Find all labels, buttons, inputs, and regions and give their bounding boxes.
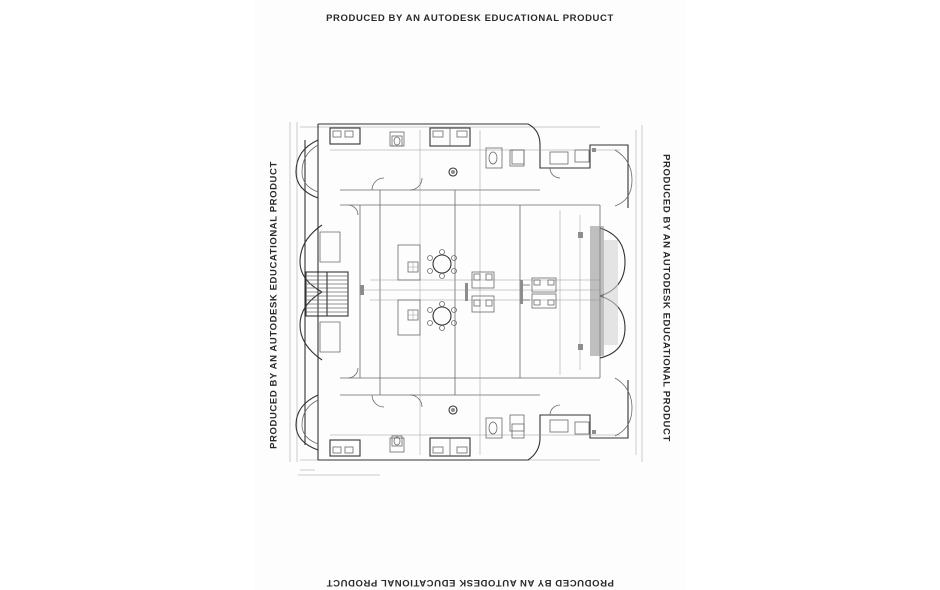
column-markers [360, 148, 596, 434]
staircase [305, 231, 349, 353]
living-seating [471, 271, 557, 313]
dining-tables [427, 249, 457, 331]
watermark-top: PRODUCED BY AN AUTODESK EDUCATIONAL PROD… [326, 13, 614, 24]
doors [347, 167, 561, 416]
left-balconies [295, 139, 323, 451]
bathrooms [391, 135, 525, 447]
bedrooms-bottom [329, 405, 590, 457]
grid-lines [330, 130, 620, 455]
right-balconies [590, 149, 633, 437]
kitchen [397, 244, 421, 336]
